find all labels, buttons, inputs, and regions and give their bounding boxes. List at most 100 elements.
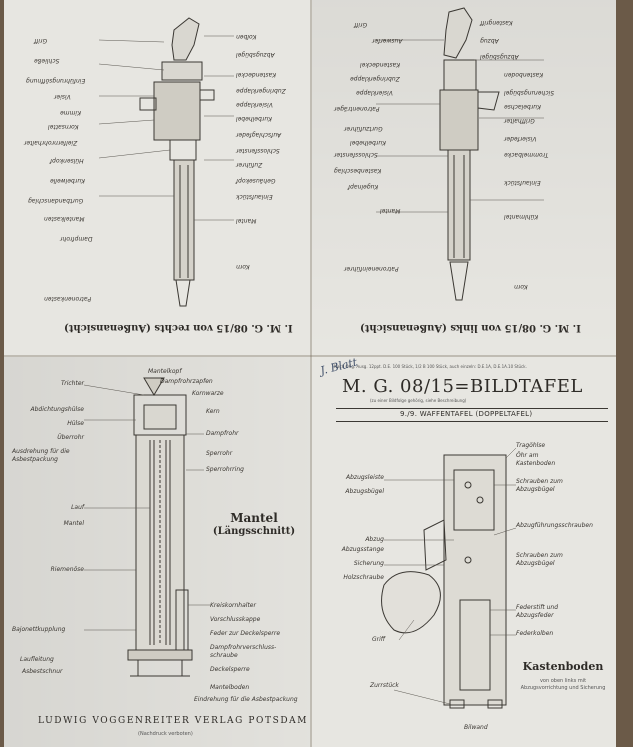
label: Zubringerklappe — [350, 75, 400, 82]
label: Kurbelhebel — [350, 139, 386, 146]
label: Mantelkopf — [148, 368, 182, 375]
label: Eindrehung für die Asbestpackung — [194, 696, 298, 703]
label: Sperrohr — [206, 450, 233, 457]
mg-left-view-drawing — [439, 7, 500, 301]
label: Hülse — [67, 420, 84, 427]
label: Zielfernrohrhalter — [24, 139, 78, 146]
title-rule — [336, 421, 608, 422]
label: Trommelbacke — [504, 151, 549, 158]
label: Abzugsleiste — [346, 474, 384, 481]
section-label: 9./9. WAFFENTAFEL (DOPPELTAFEL) — [400, 410, 533, 418]
label: Hülsenkopf — [50, 157, 84, 164]
heading-line: Mantel — [230, 511, 278, 525]
label: Kastenbeschlag — [334, 167, 382, 174]
folded-sheet: Griff Schließe Einführungsöffnung Visier… — [4, 0, 616, 747]
label: Asbestschnur — [22, 668, 63, 675]
label: Mantel — [63, 520, 84, 527]
label: Gehäusekopf — [236, 177, 276, 184]
label: Kornwarze — [192, 390, 224, 397]
publisher-name: LUDWIG VOGGENREITER VERLAG POTSDAM — [38, 716, 309, 726]
section-note: von oben links mit Abzugsvorrichtung und… — [520, 678, 606, 691]
box-base-drawing — [381, 454, 507, 709]
label: Sperrohrring — [206, 466, 244, 473]
label: Laufleitung — [20, 656, 54, 663]
label: Mantelboden — [210, 684, 250, 691]
gun-diagrams — [83, 7, 544, 709]
label: Abzug — [480, 37, 499, 44]
section-heading: Mantel (Längsschnitt) — [204, 512, 304, 538]
label: Abzugführungsschrauben — [516, 522, 593, 529]
title-note: (zu einer Bildfolge gehörig, siehe Besch… — [370, 398, 467, 403]
label: Gurtzuführer — [344, 125, 383, 132]
label: Abzugsbügel — [236, 51, 275, 58]
label: Schließe — [34, 57, 60, 64]
label: Visierfeder — [504, 135, 537, 142]
label: Griff — [372, 636, 386, 643]
label: Griffhalter — [504, 117, 535, 124]
label: Kreiskornhalter — [210, 602, 256, 609]
label: Visier — [54, 93, 71, 100]
label: Kimme — [60, 109, 81, 116]
label: Einführungsöffnung — [26, 77, 86, 84]
label: Feder zur Deckelsperre — [210, 630, 281, 637]
label: Abzugsbügel — [345, 488, 384, 495]
label: Dampfrohrzapfen — [160, 378, 213, 385]
label: Dampfrohr — [60, 235, 93, 242]
label: Mantel — [380, 207, 401, 214]
label: Mantelkasten — [44, 215, 85, 222]
label: Bilwand — [464, 724, 488, 731]
panel-caption: I. M. G. 08/15 von links (Außenansicht) — [360, 322, 581, 333]
label: Kurbelachse — [504, 103, 541, 110]
label: Gurtbandanschlag — [28, 197, 84, 204]
label: Kurbelhebel — [236, 115, 272, 122]
mg-right-view-drawing — [139, 17, 215, 307]
mantle-section-drawing — [127, 377, 193, 677]
label: Abzug — [365, 536, 384, 543]
label: Dampfrohrverschluss-schraube — [210, 644, 277, 659]
label: Überrohr — [57, 434, 84, 441]
label: Kühlmantel — [504, 213, 539, 220]
label: Kolben — [236, 33, 257, 40]
label: Auswerfer — [372, 37, 403, 44]
label: Schlossfenster — [334, 151, 378, 158]
label: Abdichtungshülse — [30, 406, 84, 413]
label: Kastendeckel — [360, 61, 401, 68]
section-heading: Kastenboden — [522, 660, 604, 673]
label: Sicherung — [353, 560, 384, 567]
label: Aufschlagfeder — [236, 131, 282, 138]
label: Federkolben — [516, 630, 554, 637]
label: Visierklappe — [236, 101, 273, 108]
label: Griff — [354, 21, 368, 28]
label: Kornsattel — [48, 123, 79, 130]
label: Bajonettkupplung — [12, 626, 66, 633]
horizontal-fold-line — [4, 355, 616, 357]
label: Schrauben zum Abzugsbügel — [516, 552, 563, 567]
label: Kastendeckel — [236, 71, 277, 78]
title-rule — [336, 408, 608, 409]
label: Korn — [514, 283, 528, 290]
label: Zurrstück — [370, 682, 399, 689]
label: Kastengriff — [480, 19, 513, 26]
label: Visierklappe — [356, 89, 393, 96]
label: Vorschlusskappe — [210, 616, 261, 623]
label: Abzugsbügel — [480, 53, 519, 60]
label: Holzschraube — [343, 574, 384, 581]
label: Patronenkasten — [44, 295, 92, 302]
label: Deckelsperre — [210, 666, 250, 673]
label: Patronenträger — [334, 105, 380, 112]
label: Tragöhlse — [516, 442, 546, 449]
label: Trichter — [61, 380, 84, 387]
label: Riemenöse — [50, 566, 84, 573]
label: Kurbelwelle — [50, 177, 85, 184]
label: Schlossfenster — [236, 147, 280, 154]
label: Zubringerklappe — [236, 87, 286, 94]
label: Öhr am Kastenboden — [516, 452, 556, 467]
label: Schrauben zum Abzugsbügel — [516, 478, 563, 493]
label: Griff — [34, 37, 48, 44]
sheet-title: M. G. 08/15=BILDTAFEL — [342, 376, 583, 397]
publisher-note: (Nachdruck verboten) — [138, 731, 193, 737]
edition-note: Nach Orig. Ausg. 12ppt. D.E. 100 Stück, … — [334, 364, 527, 369]
label: Dampfrohr — [206, 430, 239, 437]
panel-caption: I. M. G. 08/15 von rechts (Außenansicht) — [64, 322, 293, 333]
heading-line: (Längsschnitt) — [212, 526, 296, 537]
